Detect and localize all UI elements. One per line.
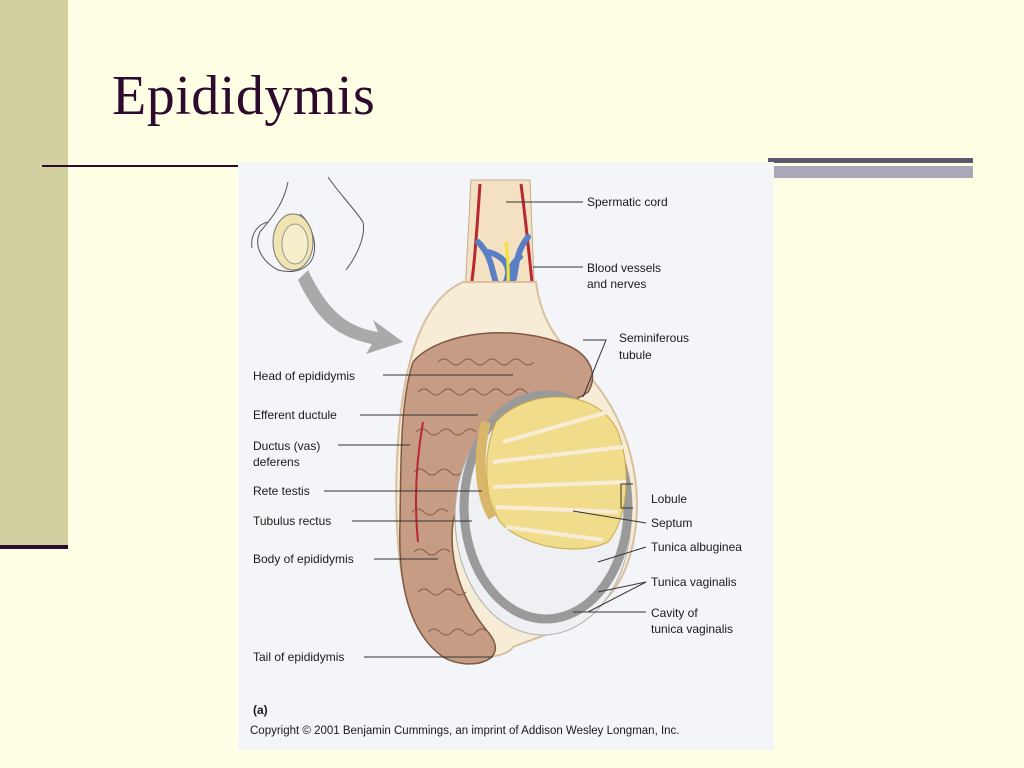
label-cavity-1: Cavity of bbox=[651, 606, 698, 620]
slide-title: Epididymis bbox=[112, 65, 376, 127]
label-body-of-epididymis: Body of epididymis bbox=[253, 552, 354, 566]
tunica-albuginea bbox=[459, 390, 633, 624]
label-spermatic-cord: Spermatic cord bbox=[587, 195, 668, 209]
label-efferent-ductule: Efferent ductule bbox=[253, 408, 337, 422]
copyright-notice: Copyright © 2001 Benjamin Cummings, an i… bbox=[250, 725, 680, 737]
left-decorative-band bbox=[0, 0, 68, 548]
label-head-of-epididymis: Head of epididymis bbox=[253, 369, 356, 383]
inset-location-sketch bbox=[251, 176, 365, 272]
epididymis-coils bbox=[411, 358, 539, 636]
label-tubulus-rectus: Tubulus rectus bbox=[253, 514, 332, 528]
label-blood-vessels-1: Blood vessels bbox=[587, 261, 662, 275]
septa-lines bbox=[492, 410, 627, 542]
left-band-rule bbox=[0, 545, 68, 549]
label-seminiferous-2: tubule bbox=[619, 348, 652, 362]
label-tunica-albuginea: Tunica albuginea bbox=[651, 540, 742, 554]
ductus-deferens-vessel bbox=[414, 421, 424, 543]
label-tunica-vaginalis: Tunica vaginalis bbox=[651, 575, 737, 589]
rete-testis bbox=[475, 420, 498, 520]
label-lobule: Lobule bbox=[651, 492, 688, 506]
label-ductus-deferens-2: deferens bbox=[253, 455, 300, 469]
testis-diagram-svg bbox=[251, 176, 647, 665]
title-underline bbox=[42, 165, 242, 167]
label-tail-of-epididymis: Tail of epididymis bbox=[253, 650, 345, 664]
label-seminiferous-1: Seminiferous bbox=[619, 331, 690, 345]
label-cavity-2: tunica vaginalis bbox=[651, 622, 734, 636]
right-rule-dark bbox=[768, 158, 973, 163]
epididymis bbox=[399, 332, 594, 665]
panel-letter: (a) bbox=[253, 703, 268, 717]
label-blood-vessels-2: and nerves bbox=[587, 277, 647, 291]
pointer-arrow bbox=[298, 270, 403, 354]
leader-lines bbox=[324, 201, 647, 658]
label-rete-testis: Rete testis bbox=[253, 484, 310, 498]
testis-diagram-figure: Spermatic cord Blood vessels and nerves … bbox=[238, 162, 774, 750]
label-septum: Septum bbox=[651, 516, 693, 530]
label-ductus-deferens-1: Ductus (vas) bbox=[253, 439, 321, 453]
right-rule-light bbox=[768, 166, 973, 178]
